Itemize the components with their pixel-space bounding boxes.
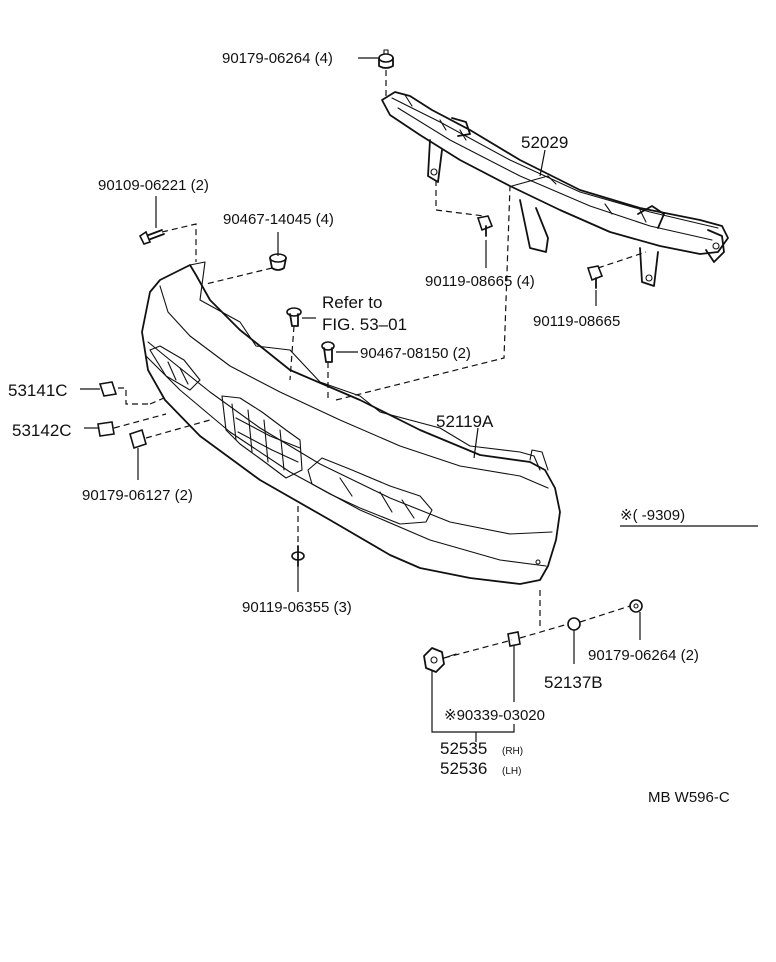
label-52029: 52029 — [521, 133, 568, 152]
label-90467-08150: 90467-08150 (2) — [360, 345, 471, 362]
label-90179-06264-top: 90179-06264 (4) — [222, 50, 333, 67]
nut-icon — [378, 49, 394, 69]
label-52137B: 52137B — [544, 673, 603, 692]
label-52535-side: (RH) — [502, 746, 523, 757]
bumper-side-bracket — [423, 647, 457, 673]
label-90109-06221: 90109-06221 (2) — [98, 177, 209, 194]
label-90179-06264-bottom: 90179-06264 (2) — [588, 647, 699, 664]
bolt-icon — [476, 215, 494, 237]
nut-icon — [629, 599, 643, 613]
label-refer-fig: FIG. 53–01 — [322, 315, 407, 334]
label-52536-side: (LH) — [502, 766, 521, 777]
label-refer-to: Refer to — [322, 293, 382, 312]
nut-icon — [129, 428, 147, 450]
label-52119A: 52119A — [436, 412, 494, 431]
retainer-icon — [567, 617, 581, 631]
part-labels: 90179-06264 (4) 52029 90109-06221 (2) 90… — [8, 50, 730, 806]
label-53141C: 53141C — [8, 381, 68, 400]
bolt-icon — [586, 265, 604, 289]
bumper-cover — [141, 261, 561, 585]
clip-icon — [286, 307, 302, 327]
clip-icon — [98, 381, 118, 397]
clip-icon — [507, 631, 521, 647]
label-90179-06127: 90179-06127 (2) — [82, 487, 193, 504]
retainer-icon — [269, 253, 287, 271]
label-53142C: 53142C — [12, 421, 72, 440]
label-90467-14045: 90467-14045 (4) — [223, 211, 334, 228]
label-52535: 52535 — [440, 739, 487, 758]
bolt-icon — [291, 545, 305, 567]
label-diagram-code: MB W596-C — [648, 789, 730, 806]
retainer-icon — [321, 341, 335, 363]
bumper-reinforcement — [381, 91, 729, 287]
clip-icon — [97, 421, 115, 437]
leader-lines — [80, 57, 758, 742]
label-date-note: ※( -9309) — [620, 507, 685, 524]
label-90119-08665: 90119-08665 — [533, 313, 620, 330]
label-52536: 52536 — [440, 759, 487, 778]
bolt-icon — [138, 229, 165, 245]
label-90119-08665-4: 90119-08665 (4) — [425, 273, 535, 290]
label-90119-06355: 90119-06355 (3) — [242, 599, 352, 616]
assembly-lines — [113, 70, 647, 659]
label-90339-03020: ※90339-03020 — [444, 707, 545, 724]
